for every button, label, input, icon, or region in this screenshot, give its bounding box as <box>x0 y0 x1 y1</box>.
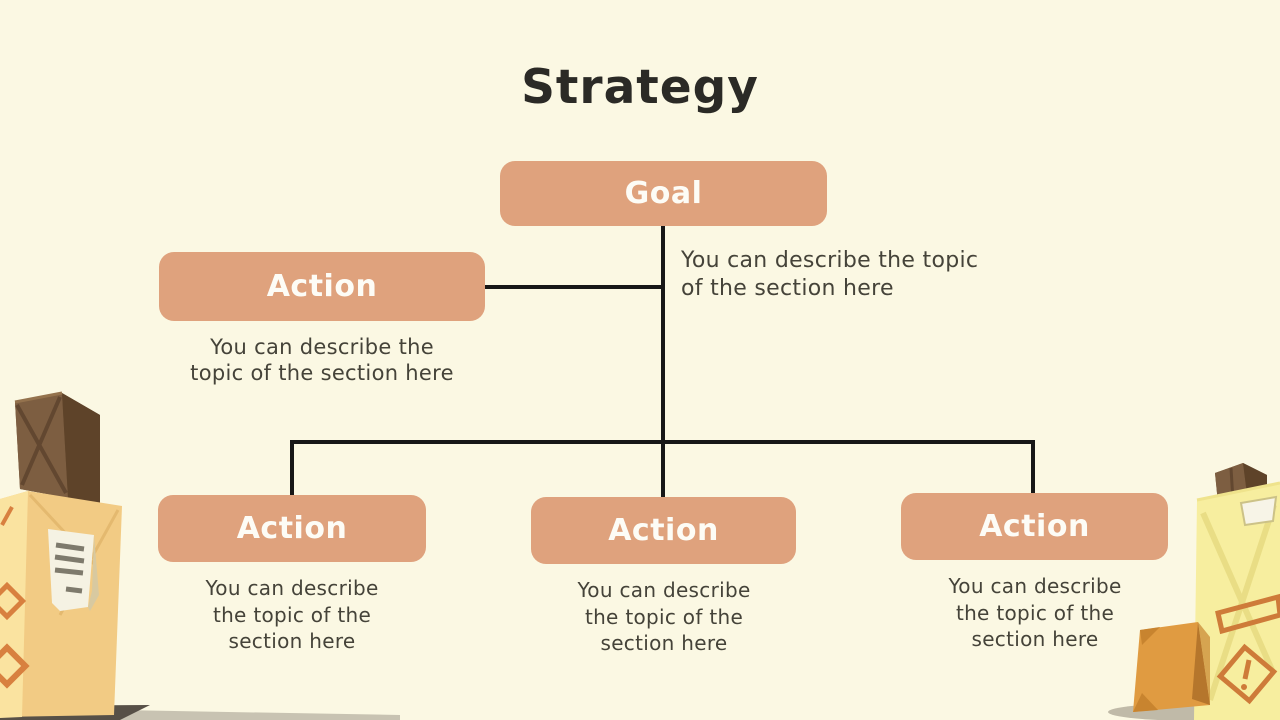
connector-drop-right-line <box>1031 440 1035 493</box>
bottom-action-2-description-text: You can describe the topic of the sectio… <box>577 578 751 655</box>
goal-description-text: You can describe the topic of the sectio… <box>681 248 979 301</box>
bottom-action-node-1: Action <box>158 495 426 562</box>
connector-drop-left-line <box>290 440 294 495</box>
side-action-description-text: You can describe the topic of the sectio… <box>190 335 454 385</box>
bottom-action-1-description-text: You can describe the topic of the sectio… <box>205 576 379 653</box>
side-action-node-label: Action <box>266 269 378 304</box>
connector-trunk-line <box>661 226 665 497</box>
side-action-node: Action <box>159 252 485 321</box>
connector-crossbar-line <box>290 440 1035 444</box>
goal-node-label: Goal <box>624 176 703 211</box>
bottom-action-node-1-label: Action <box>236 511 348 546</box>
bottom-action-node-3: Action <box>901 493 1168 560</box>
bottom-action-node-2-label: Action <box>608 513 719 548</box>
bottom-action-node-2: Action <box>531 497 796 564</box>
goal-node: Goal <box>500 161 827 226</box>
bottom-action-3-description-text: You can describe the topic of the sectio… <box>948 574 1122 651</box>
bottom-action-node-3-label: Action <box>979 509 1090 544</box>
connector-side-branch-line <box>485 285 663 289</box>
page-title: Strategy <box>521 60 759 115</box>
